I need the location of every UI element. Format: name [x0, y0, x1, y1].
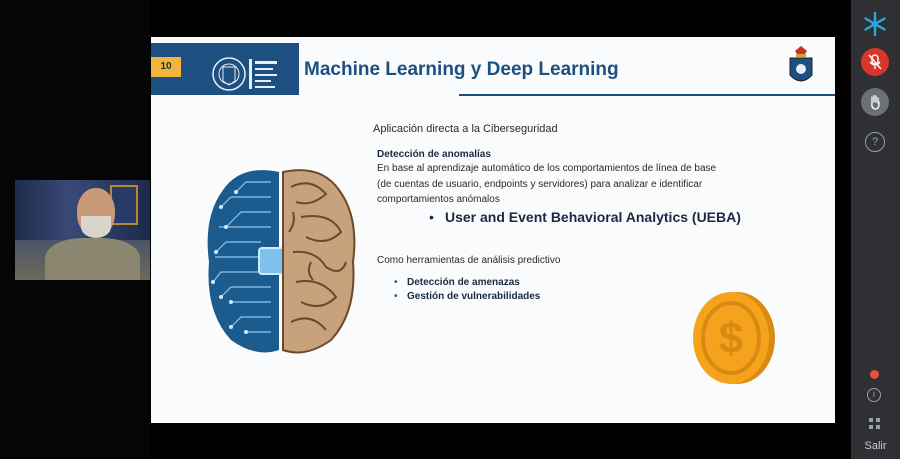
body-line-2: (de cuentas de usuario, endpoints y serv… [377, 179, 703, 190]
exit-button[interactable]: Salir [864, 440, 887, 452]
microphone-muted-icon[interactable] [861, 48, 889, 76]
predictive-item-1: Detección de amenazas [407, 277, 520, 288]
participant-video-tile[interactable] [15, 180, 150, 280]
title-divider [459, 94, 835, 96]
grid-icon[interactable] [869, 416, 880, 429]
slide-subtitle: Aplicación directa a la Ciberseguridad [373, 123, 558, 135]
bullet-icon: • [394, 291, 398, 302]
body-line-3: comportamientos anómalos [377, 194, 500, 205]
predictive-item-2: Gestión de vulnerabilidades [407, 291, 541, 302]
slide-header-banner [151, 43, 299, 95]
presentation-slide: 10 Machine Learning y Deep Learning [151, 37, 835, 423]
bullet-icon: • [394, 277, 398, 288]
info-icon[interactable]: i [867, 388, 881, 402]
participants-column [0, 0, 150, 459]
slide-title: Machine Learning y Deep Learning [304, 59, 619, 80]
recording-indicator-icon [870, 370, 879, 379]
help-icon[interactable]: ? [865, 132, 885, 152]
svg-text:$: $ [719, 314, 743, 363]
slide-number: 10 [151, 57, 181, 77]
snowflake-logo-icon [861, 10, 889, 38]
predictive-heading: Como herramientas de análisis predictivo [377, 255, 561, 266]
bullet-icon: • [429, 209, 434, 225]
coat-of-arms-logo [787, 45, 815, 89]
anomaly-detection-heading: Detección de anomalías [377, 149, 491, 160]
meeting-toolbar: ? [851, 0, 900, 459]
body-line-1: En base al aprendizaje automático de los… [377, 163, 717, 174]
raise-hand-icon[interactable] [861, 88, 889, 116]
brain-illustration [201, 162, 361, 357]
institution-logo [211, 51, 296, 97]
ueba-bullet: User and Event Behavioral Analytics (UEB… [445, 209, 741, 225]
gold-coin-icon: $ [691, 289, 777, 387]
slide-header: 10 Machine Learning y Deep Learning [151, 37, 835, 97]
